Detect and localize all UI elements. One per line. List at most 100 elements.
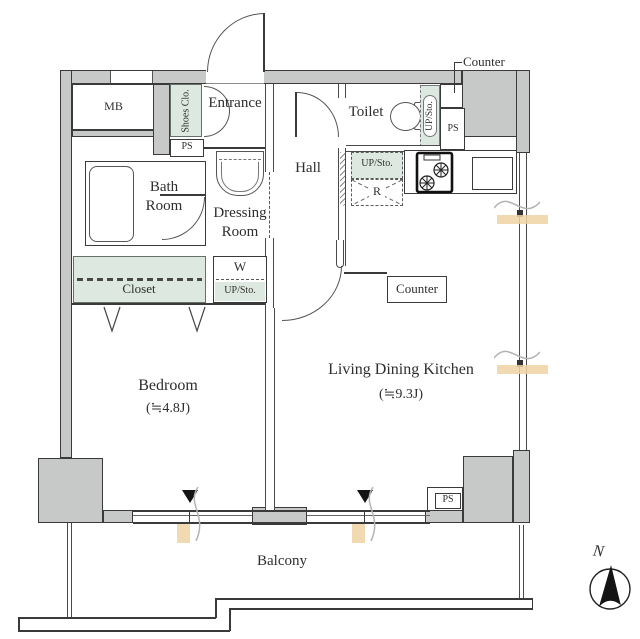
shoes-closet-label: Shoes Clo. [180,88,192,133]
window-east-handle-upper [517,210,523,217]
balcony-rail-step2 [229,608,231,631]
entrance-label: Entrance [208,95,262,111]
closet-pole-line [77,278,202,281]
washer-divider [216,279,264,280]
wall-top-mb-panel [110,71,153,83]
compass-icon [584,549,636,618]
wall-bottom-pillar [252,507,307,525]
window-south-sash-right [307,515,430,516]
entrance-door-opening [206,70,264,84]
pipe-shaft-top-label: PS [181,141,193,152]
toilet-door-arc [297,92,339,137]
window-break-tan-bottom-right [352,524,365,543]
shoes-door-arc-lower [204,111,230,137]
balcony-rail-step1 [215,598,217,618]
wall-right-column [516,70,530,153]
washbasin-dash [219,159,261,160]
kitchen-storage-label: UP/Sto. [361,158,393,169]
hall-label: Hall [295,160,321,176]
toilet-label: Toilet [348,104,384,120]
window-break-curl-bottom-left [188,486,212,546]
entrance-door-leaf [263,13,265,72]
washbasin [216,151,264,196]
washer-storage-label: UP/Sto. [224,285,256,296]
toilet-bowl [390,102,421,131]
closet-door-mark-left [103,306,121,338]
pipe-shaft-top [170,139,204,157]
refrigerator-label: R [369,184,385,199]
window-break-curl-east-lower [493,342,541,373]
wall-bedroom-top [72,303,265,305]
window-south-sash-left [133,515,252,516]
kitchen-storage [351,152,403,179]
window-break-tan-east-lower [497,365,548,374]
wall-left [60,70,72,458]
ldk-counter-label: Counter [396,281,438,296]
window-junction-right [364,511,365,522]
window-break-curl-east-upper [493,192,541,223]
wall-ldk-door-stub [336,240,344,268]
counter-niche [440,84,463,108]
window-south-top [133,510,430,512]
kitchen-sink [472,157,513,190]
balcony-rail-end-right [531,598,533,610]
wall-hatch [339,152,345,206]
dressing-sliding-door [269,172,270,238]
window-break-curl-bottom-right [363,486,387,546]
balcony-wall-left [67,523,72,618]
window-break-tan-east-upper [497,215,548,224]
wall-bottom-left-block [38,458,103,523]
wall-toilet-stub [338,84,346,98]
window-south-bottom [133,522,430,524]
wall-toilet-south [346,145,440,152]
bath-door-leaf [160,194,205,196]
pipe-shaft-bottom-inner [435,493,461,509]
toilet-storage-tag: UP/Sto. [423,95,437,137]
closet-label: Closet [122,281,156,296]
washer-storage [215,282,265,301]
pipe-shaft-bottom-label: PS [442,494,454,505]
balcony-wall-right [519,525,524,598]
stove [415,151,454,199]
wall-bottom-right-ext [425,510,463,523]
wall-bottom-left-ext [103,510,133,523]
wall-bedroom-ldk [265,308,275,510]
bedroom-size: (≒4.8J) [145,401,190,416]
wall-bottom-right-block [463,456,513,523]
balcony-label: Balcony [257,553,307,569]
pipe-shaft-right-label: PS [447,123,459,134]
counter-annotation: Counter [463,54,505,69]
ldk-size: (≒9.3J) [378,387,423,402]
toilet-door-leaf [295,92,297,137]
wall-bottom-right-column [513,450,530,523]
bath-room-label: Bath Room [145,179,183,214]
balcony-rail-right-outer [215,598,533,600]
counter-leader-h [454,62,462,63]
entrance-door-arc [207,13,265,72]
counter-leader-v [454,62,455,93]
compass-north-label: N [591,542,605,561]
balcony-rail-left-outer2 [18,630,230,632]
bathtub [89,166,134,242]
counter-connector-line [344,272,387,274]
ldk-door-arc [282,266,342,321]
balcony-rail-end-left [18,617,20,631]
balcony-rail-right-outer2 [229,608,533,610]
entrance-step-line [204,147,265,149]
window-east [519,153,527,450]
closet-door-mark-right [188,306,206,338]
ldk-counter [387,276,447,303]
shoes-closet: Shoes Clo. [170,84,202,137]
balcony-rail-left-outer [18,617,216,619]
pipe-shaft-right [440,108,465,150]
wall-under-mb [72,130,155,137]
dressing-room-label: Dressing Room [213,205,267,240]
washbasin-bowl [221,162,259,192]
wall-column-entrance [153,84,170,155]
window-east-handle-lower [517,360,523,367]
ldk-label: Living Dining Kitchen [328,361,474,378]
window-break-tan-bottom-left [177,524,190,543]
window-junction-left [189,511,190,522]
wall-hall-kitchen [338,148,346,266]
